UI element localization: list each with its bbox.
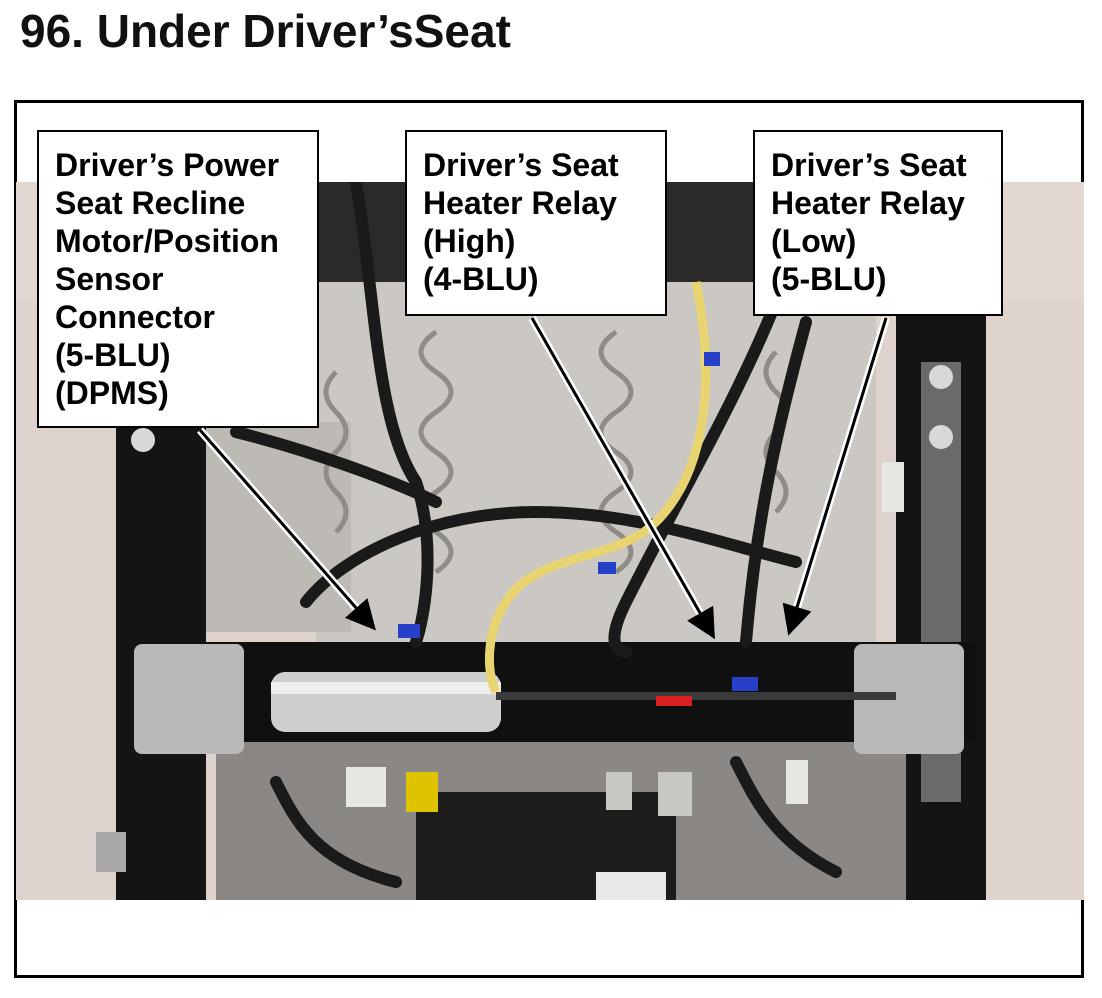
callout-line: Driver’s Seat (423, 147, 619, 183)
callout-line: (Low) (771, 223, 857, 259)
callout-line: Driver’s Power (55, 147, 280, 183)
callout-line: Connector (55, 299, 215, 335)
callout-line: (4-BLU) (423, 261, 539, 297)
callout-line: (5-BLU) (55, 337, 171, 373)
callout-recline-motor-connector: Driver’s Power Seat Recline Motor/Positi… (37, 130, 319, 428)
page-title: 96. Under Driver’sSeat (20, 5, 511, 57)
callout-line: (DPMS) (55, 375, 169, 411)
callout-heater-relay-high: Driver’s Seat Heater Relay (High) (4-BLU… (405, 130, 667, 316)
callout-line: (5-BLU) (771, 261, 887, 297)
callout-line: Heater Relay (423, 185, 617, 221)
callout-line: Motor/Position (55, 223, 279, 259)
callout-line: Seat Recline (55, 185, 246, 221)
callout-line: Heater Relay (771, 185, 965, 221)
callout-line: (High) (423, 223, 516, 259)
callout-line: Sensor (55, 261, 164, 297)
callout-line: Driver’s Seat (771, 147, 967, 183)
callout-heater-relay-low: Driver’s Seat Heater Relay (Low) (5-BLU) (753, 130, 1003, 316)
